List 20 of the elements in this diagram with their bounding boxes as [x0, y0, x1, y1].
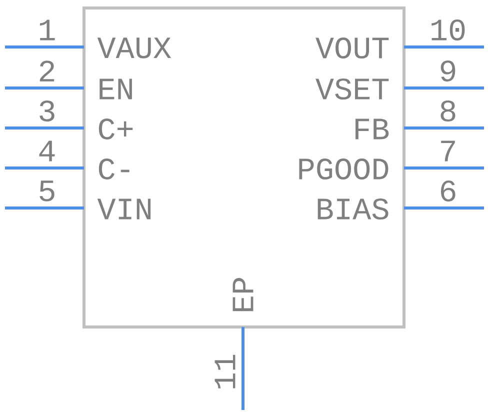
pin-name: EN: [100, 78, 132, 100]
pin-number: 7: [441, 140, 455, 162]
pin-name: FB: [356, 118, 389, 140]
pin-number: 6: [440, 180, 456, 202]
pin-number: 3: [40, 100, 54, 122]
pin-name: VIN: [97, 198, 151, 220]
pin-name: EP: [232, 278, 254, 312]
pin-number: 8: [440, 100, 456, 122]
pin-number: 4: [39, 140, 55, 162]
pin-name: C-: [98, 158, 130, 180]
pin-number: 1: [40, 20, 55, 40]
pin-name: VAUX: [97, 38, 172, 58]
pin-name: C+: [98, 118, 133, 140]
pin-number: 2: [40, 60, 54, 82]
pin-name: BIAS: [318, 198, 388, 220]
pin-number: 5: [40, 180, 54, 202]
pin-name: PGOOD: [299, 158, 388, 180]
pin-name: VOUT: [316, 37, 389, 59]
pin-name: VSET: [316, 78, 389, 100]
pin-number: 9: [440, 60, 456, 82]
